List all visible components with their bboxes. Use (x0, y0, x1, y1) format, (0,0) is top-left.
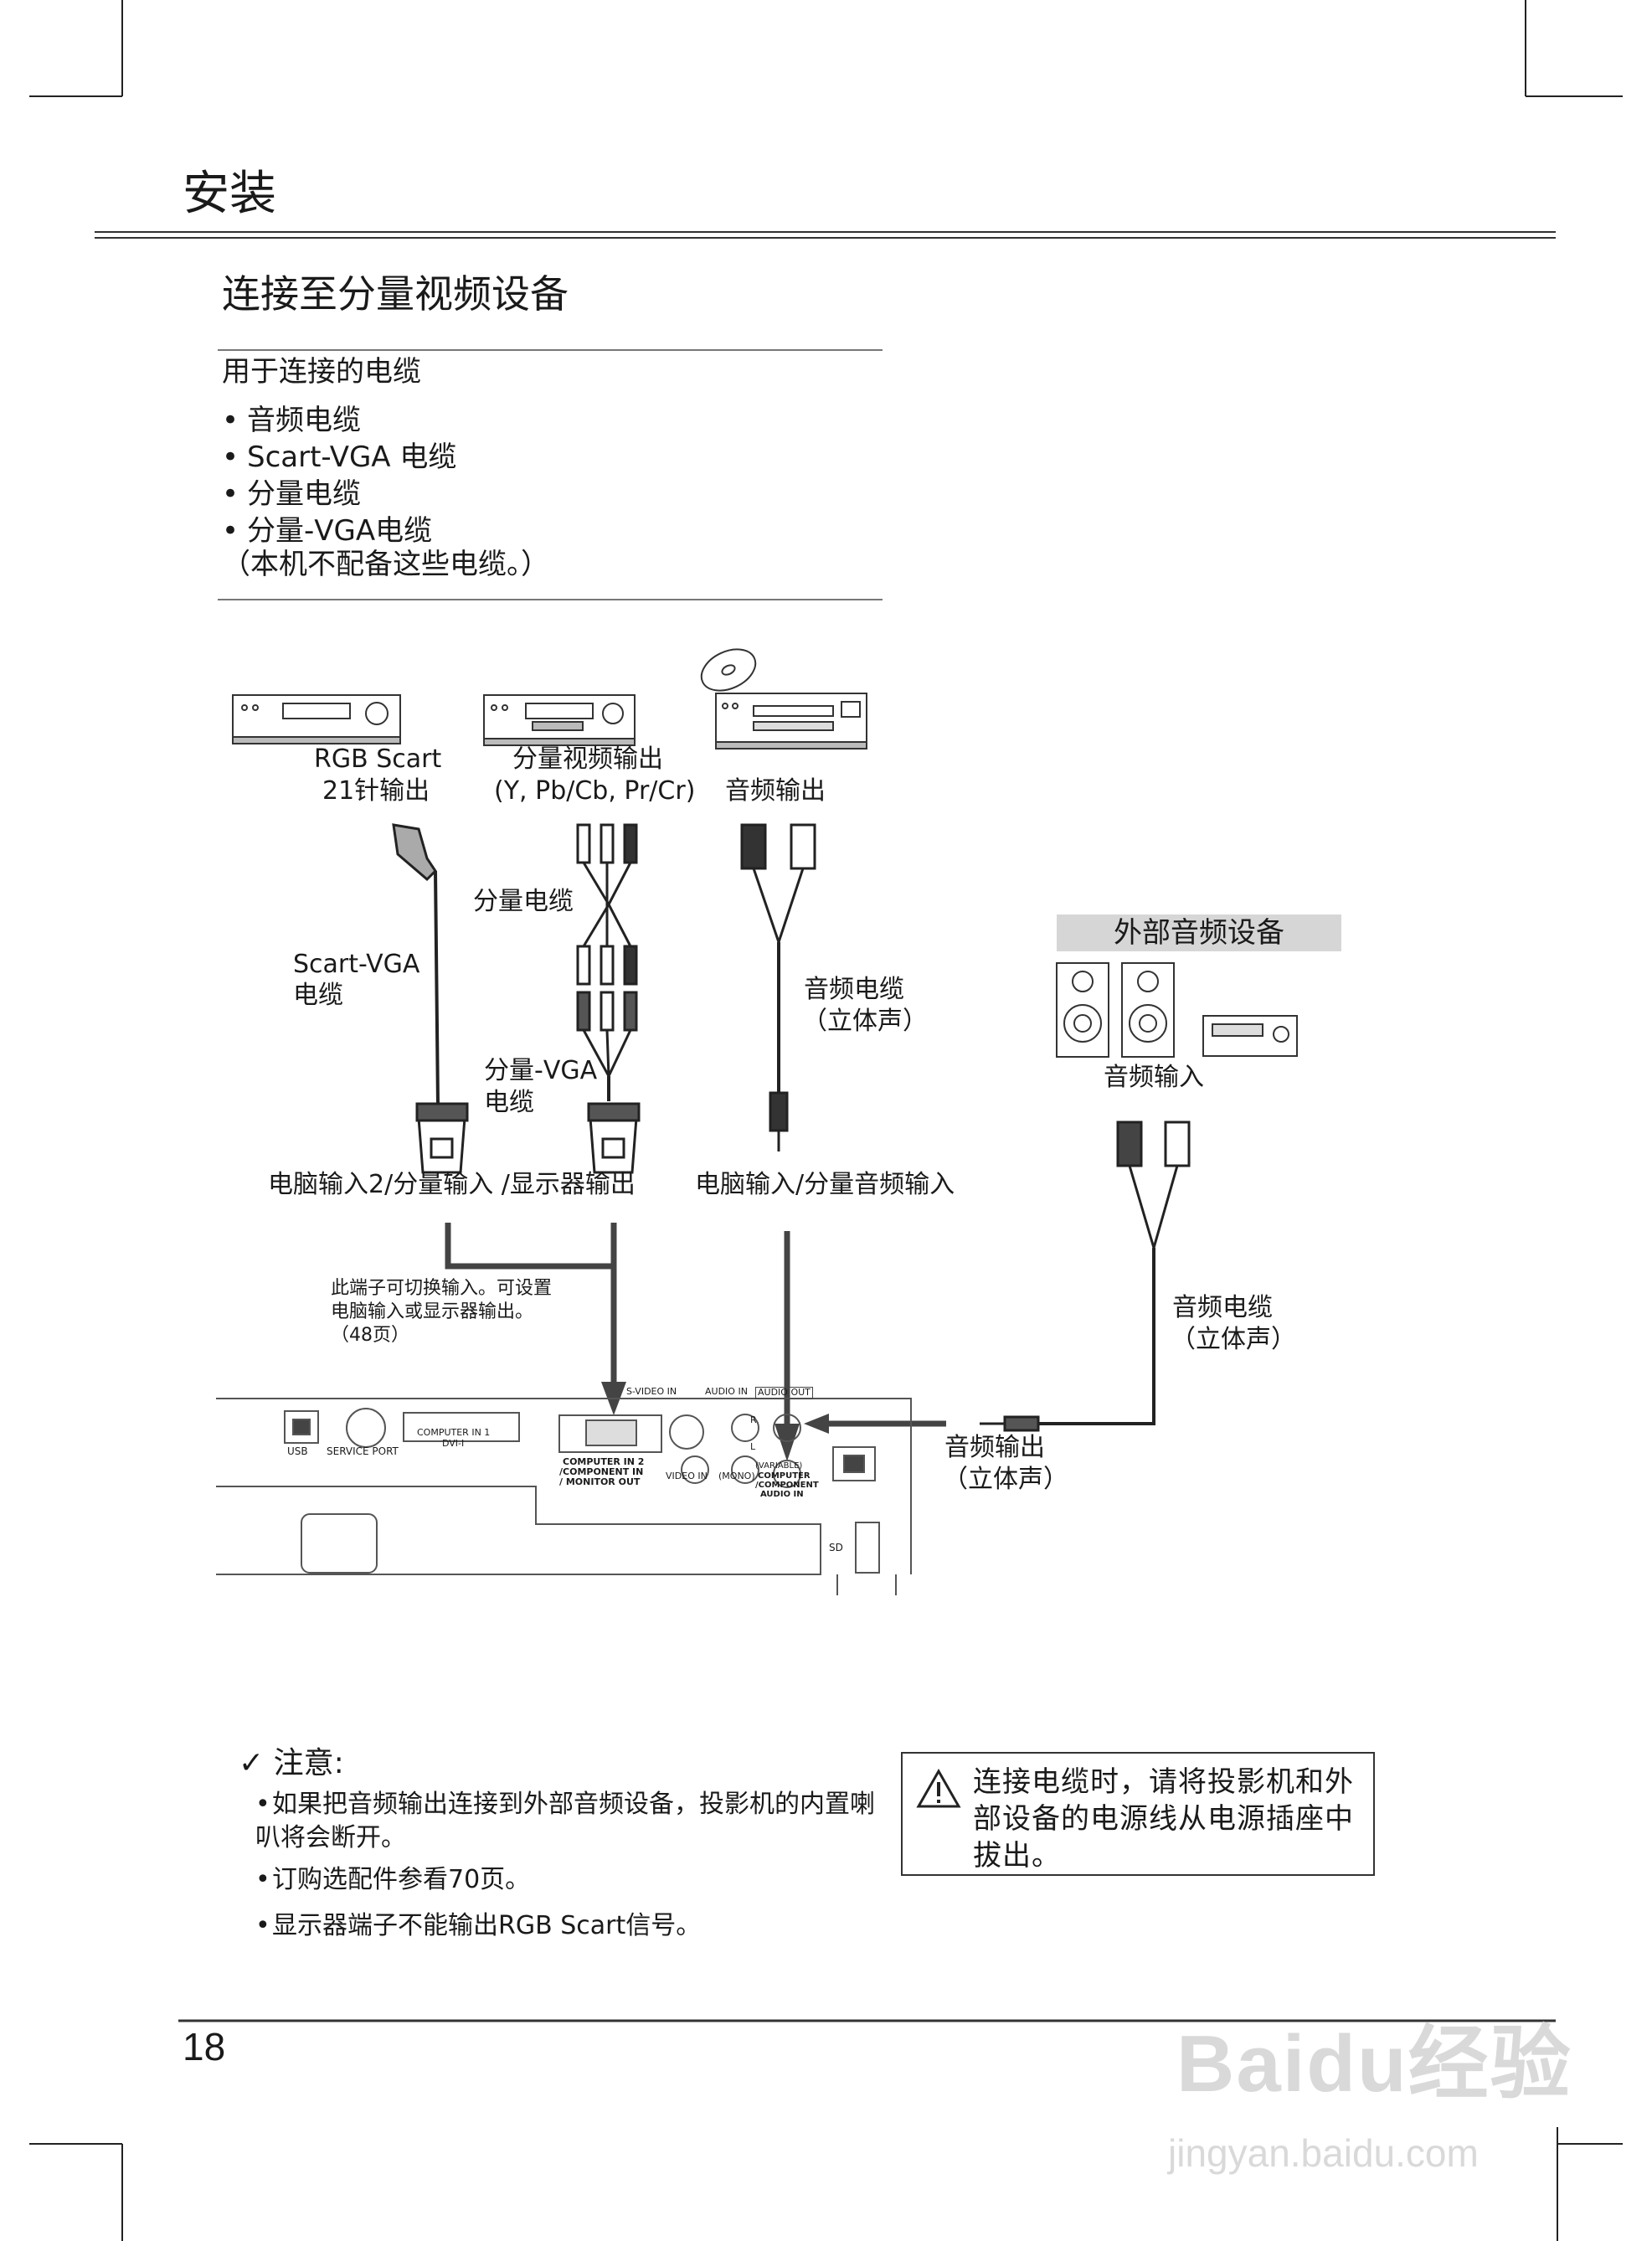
watermark-url: jingyan.baidu.com (1168, 2131, 1479, 2175)
panel-r-label: R (750, 1414, 757, 1425)
audio-cable-label-2: （立体声） (802, 1007, 928, 1036)
panel-sd-label: SD (829, 1542, 843, 1553)
panel-video-in-label: VIDEO IN (666, 1471, 708, 1481)
dvd-device (715, 693, 867, 750)
crop-marks (29, 0, 1623, 2241)
component-cable (576, 823, 638, 1101)
projector-panel (216, 1398, 912, 1595)
audio-out-stereo-label-1: 音频输出 (944, 1433, 1045, 1462)
computer-component-audio-in-label: 电脑输入/分量音频输入 (695, 1170, 955, 1199)
switch-note-2: 电脑输入或显示器输出。 (331, 1301, 534, 1322)
vga-connector-left (415, 1102, 469, 1174)
warning-triangle-icon (916, 1769, 961, 1808)
list-item: •分量-VGA电缆 (222, 514, 433, 548)
panel-service-port-label: SERVICE PORT (327, 1445, 399, 1457)
panel-computer-in1-label-2: DVI-I (442, 1438, 465, 1449)
panel-computer-in2-label-2: /COMPONENT IN (559, 1466, 644, 1477)
connection-lines (445, 1223, 946, 1427)
notes-title: ✓ 注意: (239, 1746, 344, 1780)
external-speakers (1056, 962, 1175, 1058)
component-video-out-label-1: 分量视频输出 (512, 744, 663, 774)
cables-note: （本机不配备这些电缆。） (222, 548, 549, 581)
component-device (483, 694, 636, 746)
switch-note-1: 此端子可切换输入。可设置 (331, 1278, 553, 1299)
page-number: 18 (183, 2025, 226, 2068)
scart-vga-cable-label-1: Scart-VGA (293, 950, 420, 979)
scart-device (232, 694, 401, 744)
audio-cable-ext-label-2: （立体声） (1171, 1325, 1296, 1354)
external-amp (1202, 1015, 1298, 1057)
cables-heading: 用于连接的电缆 (222, 355, 421, 389)
vga-connector-right (587, 1102, 641, 1174)
panel-s-video-label: S-VIDEO IN (626, 1386, 677, 1397)
panel-computer-in2-label-3: / MONITOR OUT (559, 1476, 641, 1487)
disc-icon (700, 648, 757, 692)
panel-computer-in2-label-1: COMPUTER IN 2 (563, 1456, 645, 1467)
panel-audio-in-label: AUDIO IN (705, 1386, 748, 1397)
panel-audio-in-label-2: /COMPONENT (755, 1481, 819, 1490)
audio-out-label: 音频输出 (725, 776, 826, 806)
external-audio-title: 外部音频设备 (1057, 914, 1341, 951)
list-item: •Scart-VGA 电缆 (222, 440, 457, 474)
panel-l-label: L (750, 1441, 756, 1452)
scart-vga-cable-label-2: 电缆 (293, 981, 343, 1010)
warning-box: 连接电缆时，请将投影机和外部设备的电源线从电源插座中拔出。 (901, 1752, 1375, 1876)
list-item: •分量电缆 (222, 477, 361, 511)
watermark-logo: Baidu经验 (1176, 2019, 1572, 2109)
panel-variable-label: (VARIABLE) (755, 1461, 803, 1471)
section-title: 安装 (183, 167, 276, 221)
audio-in-label: 音频输入 (1104, 1063, 1204, 1092)
computer-in2-monitor-out-label: 电脑输入2/分量输入 /显示器输出 (268, 1170, 636, 1199)
note-item: •显示器端子不能输出RGB Scart信号。 (255, 1911, 702, 1940)
component-video-out-label-2: (Y, Pb/Cb, Pr/Cr) (494, 776, 696, 806)
list-item: •音频电缆 (222, 404, 361, 437)
component-vga-cable-label-1: 分量-VGA (484, 1056, 598, 1085)
note-item: •订购选配件参看70页。 (255, 1865, 531, 1894)
audio-cable-label-1: 音频电缆 (804, 975, 904, 1004)
panel-audio-out-label: AUDIO OUT (755, 1387, 813, 1399)
panel-computer-in1-label-1: COMPUTER IN 1 (417, 1427, 491, 1438)
rgb-scart-out-label-1: RGB Scart (314, 744, 442, 774)
panel-audio-in-label-3: AUDIO IN (760, 1490, 804, 1499)
panel-mono-label: (MONO) (718, 1471, 755, 1481)
panel-audio-in-label-1: COMPUTER (758, 1471, 811, 1481)
audio-cable-external (980, 1120, 1191, 1432)
switch-note-3: （48页） (331, 1325, 409, 1346)
component-cable-label: 分量电缆 (473, 887, 574, 916)
page-heading: 连接至分量视频设备 (222, 271, 569, 317)
audio-cable-player (740, 823, 816, 1151)
note-item: •如果把音频输出连接到外部音频设备，投影机的内置喇叭将会断开。 (255, 1790, 875, 1852)
warning-text: 连接电缆时，请将投影机和外部设备的电源线从电源插座中拔出。 (973, 1765, 1354, 1873)
audio-cable-ext-label-1: 音频电缆 (1172, 1293, 1273, 1322)
panel-usb-label: USB (287, 1445, 308, 1457)
cable-list: •音频电缆 •Scart-VGA 电缆 •分量电缆 •分量-VGA电缆 (222, 402, 456, 549)
rgb-scart-out-label-2: 21针输出 (322, 776, 430, 806)
component-vga-cable-label-2: 电缆 (484, 1088, 534, 1117)
audio-out-stereo-label-2: （立体声） (943, 1465, 1068, 1494)
